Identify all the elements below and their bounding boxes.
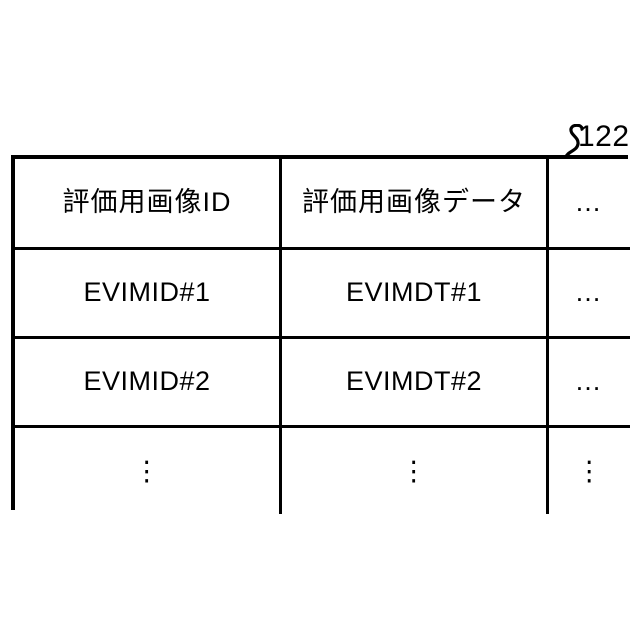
- horizontal-ellipsis-icon: …: [549, 367, 630, 397]
- table: 評価用画像ID 評価用画像データ … EVIMID#1 EVIM: [15, 159, 630, 514]
- vertical-ellipsis-icon: ⋮: [549, 458, 630, 485]
- column-header-label: 評価用画像データ: [282, 188, 546, 218]
- cell-value: EVIMDT#2: [282, 367, 546, 397]
- column-header-evaluation-image-id: 評価用画像ID: [15, 159, 281, 249]
- cell-value: EVIMDT#1: [282, 278, 546, 308]
- cell-evaluation-image-id-continuation: ⋮: [15, 427, 281, 515]
- cell-evaluation-image-data-continuation: ⋮: [281, 427, 548, 515]
- column-header-evaluation-image-data: 評価用画像データ: [281, 159, 548, 249]
- table-body: EVIMID#1 EVIMDT#1 … EVIMID#2 EVIMDT#2: [15, 249, 630, 515]
- table-row: EVIMID#2 EVIMDT#2 …: [15, 338, 630, 427]
- cell-value: EVIMID#2: [15, 367, 279, 397]
- column-header-more: …: [548, 159, 631, 249]
- column-header-label: 評価用画像ID: [15, 188, 279, 218]
- evaluation-image-table: 評価用画像ID 評価用画像データ … EVIMID#1 EVIM: [11, 155, 628, 510]
- vertical-ellipsis-icon: ⋮: [282, 458, 546, 485]
- horizontal-ellipsis-icon: …: [549, 278, 630, 308]
- horizontal-ellipsis-icon: …: [549, 188, 630, 218]
- cell-evaluation-image-data: EVIMDT#1: [281, 249, 548, 338]
- vertical-ellipsis-icon: ⋮: [15, 458, 279, 485]
- figure-reference-numeral: 122: [578, 122, 630, 152]
- table-row-continuation: ⋮ ⋮ ⋮: [15, 427, 630, 515]
- cell-value: EVIMID#1: [15, 278, 279, 308]
- table-header: 評価用画像ID 評価用画像データ …: [15, 159, 630, 249]
- table-header-row: 評価用画像ID 評価用画像データ …: [15, 159, 630, 249]
- cell-evaluation-image-id: EVIMID#1: [15, 249, 281, 338]
- cell-more: …: [548, 249, 631, 338]
- cell-evaluation-image-id: EVIMID#2: [15, 338, 281, 427]
- table-row: EVIMID#1 EVIMDT#1 …: [15, 249, 630, 338]
- cell-evaluation-image-data: EVIMDT#2: [281, 338, 548, 427]
- cell-more: …: [548, 338, 631, 427]
- cell-more-continuation: ⋮: [548, 427, 631, 515]
